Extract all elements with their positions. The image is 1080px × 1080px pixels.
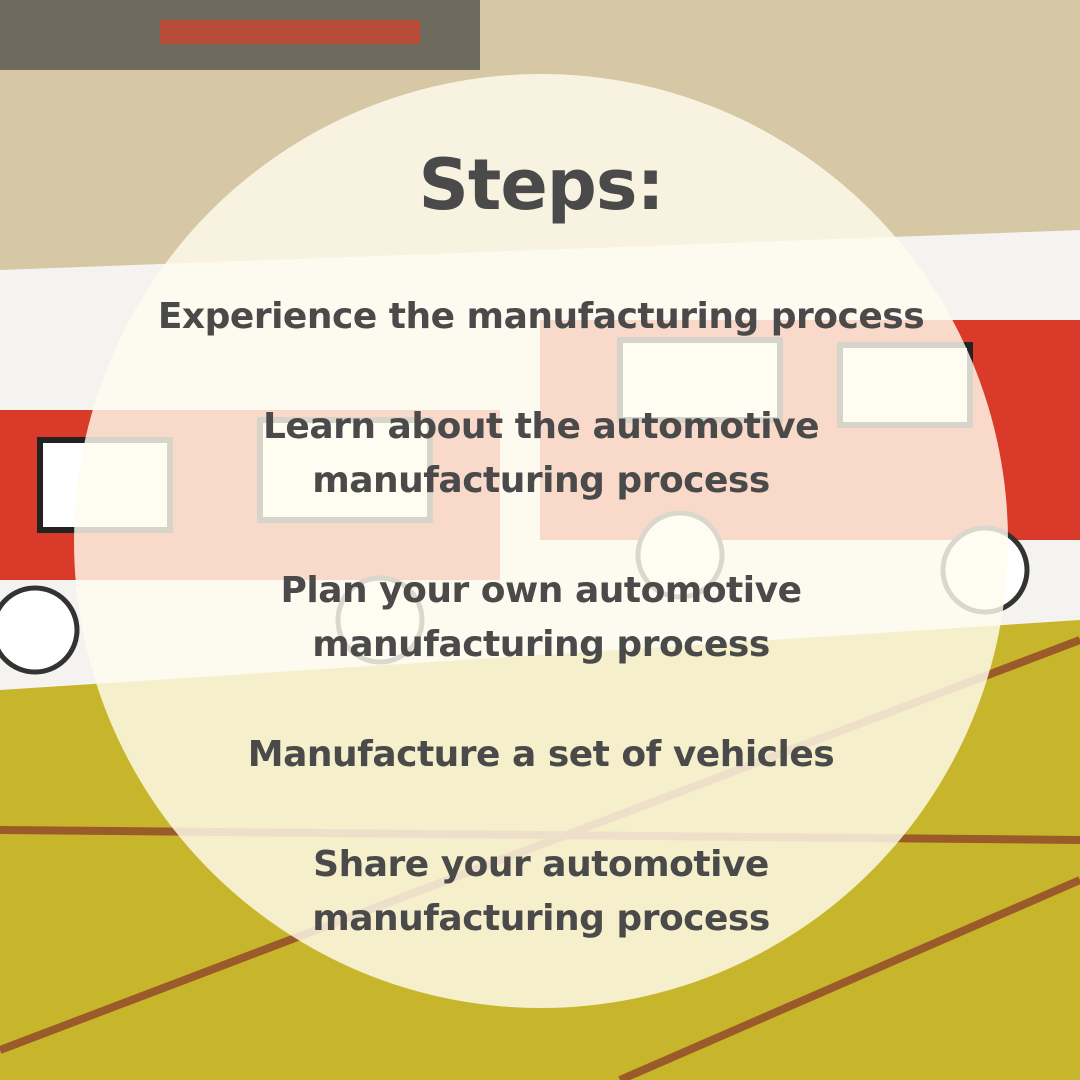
step-item: Plan your own automotive manufacturing p… (280, 570, 803, 665)
step-item: Manufacture a set of vehicles (247, 734, 835, 775)
step-item: Share your automotive manufacturing proc… (312, 844, 770, 939)
steps-title: Steps: (418, 144, 664, 226)
step-item: Learn about the automotive manufacturing… (262, 406, 820, 501)
steps-panel: Steps: Experience the manufacturing proc… (74, 74, 1008, 1008)
mat-line-3 (618, 876, 1080, 1080)
left-car-wheel (0, 585, 80, 675)
title-circle-overlay (74, 74, 1008, 1008)
step-item: Experience the manufacturing process (157, 296, 925, 337)
blurred-toy-stripe (160, 20, 420, 44)
